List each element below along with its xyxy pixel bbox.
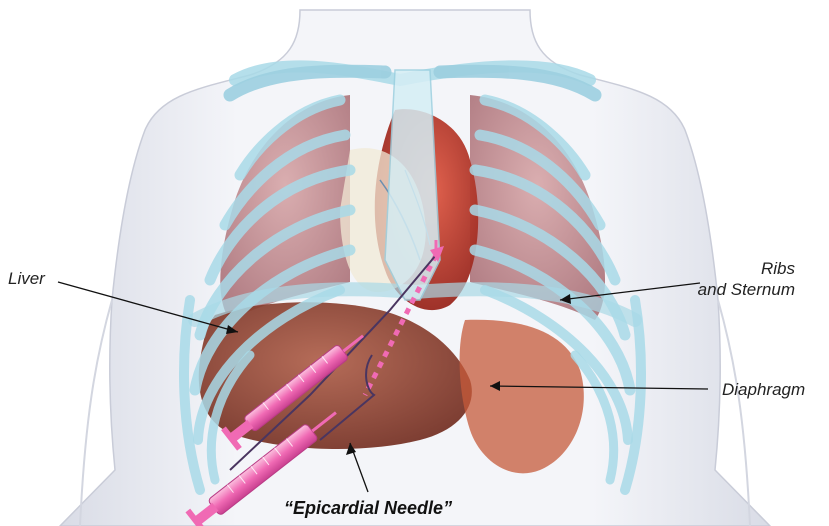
label-epicardial-needle: “Epicardial Needle”: [284, 498, 452, 519]
label-ribs-line2: and Sternum: [690, 279, 795, 300]
sternum: [385, 70, 440, 300]
label-diaphragm: Diaphragm: [722, 379, 805, 400]
label-ribs-line1: Ribs: [690, 258, 795, 279]
label-ribs-and-sternum: Ribs and Sternum: [690, 258, 795, 300]
label-liver: Liver: [8, 268, 45, 289]
